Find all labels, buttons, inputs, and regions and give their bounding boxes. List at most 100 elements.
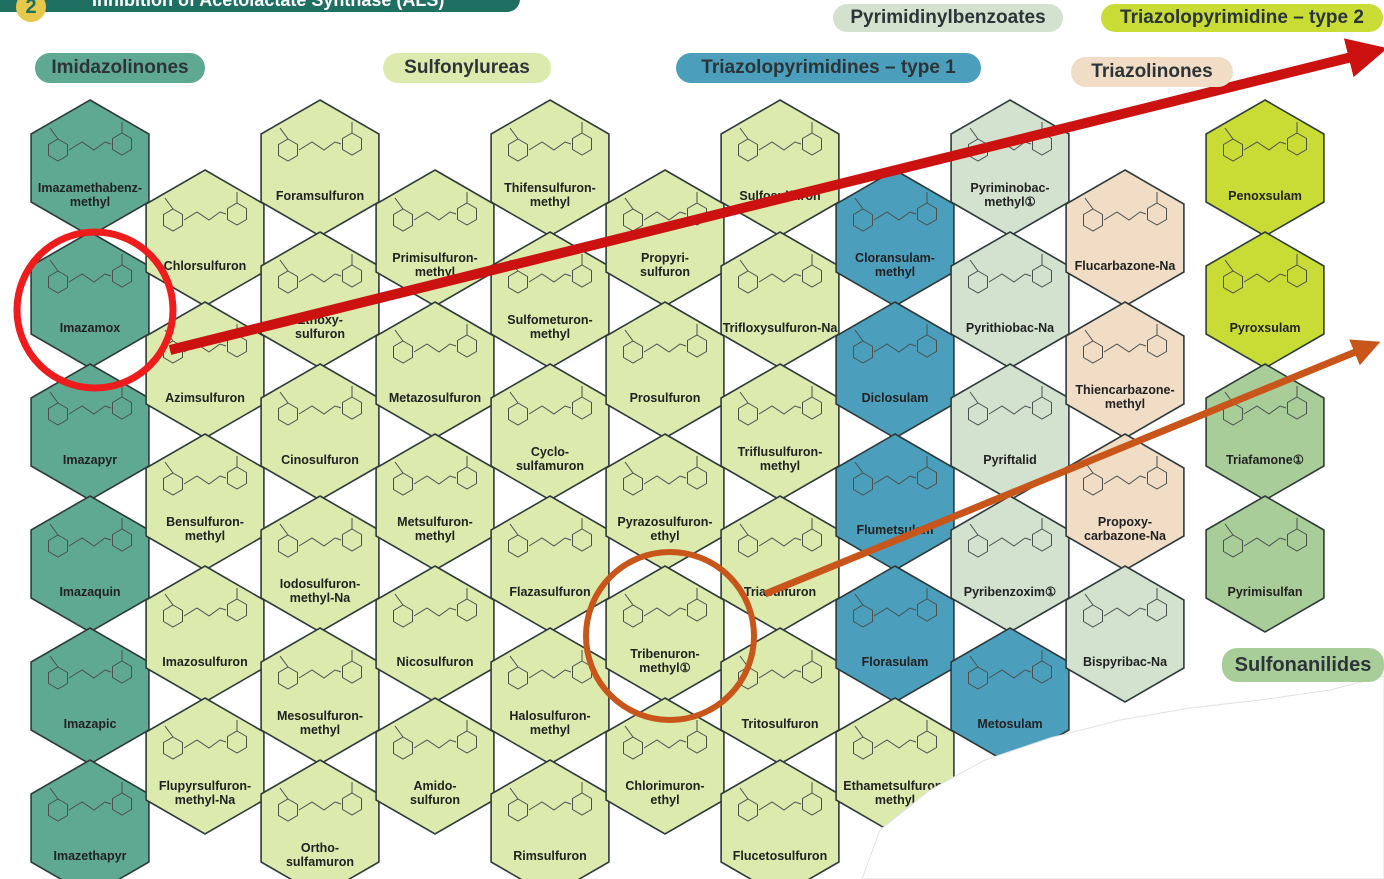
compound-name-line: Foramsulfuron	[276, 189, 364, 203]
structure-icon	[163, 456, 247, 496]
structure-icon	[623, 192, 707, 232]
red-arrow	[168, 38, 1384, 355]
hexagon-penoxsulam: Penoxsulam	[1205, 99, 1325, 237]
hexagon-iodosulfuron: Iodosulfuron-methyl-Na	[260, 495, 380, 633]
structure-icon	[48, 518, 132, 558]
hexagon-sulfosulfuron: Sulfosulfuron	[720, 99, 840, 237]
structure-icon	[508, 386, 592, 426]
hexagon-halosulfuron: Halosulfuron-methyl	[490, 627, 610, 765]
hexagon-flucetosulfuron: Flucetosulfuron	[720, 759, 840, 879]
compound-name-line: sulfamuron	[516, 459, 584, 473]
compound-name: Tritosulfuron	[741, 717, 818, 731]
compound-name: Imazosulfuron	[162, 655, 247, 669]
compound-name-line: Metosulam	[977, 717, 1042, 731]
hexagon-shape	[375, 301, 495, 439]
hexagon-bispyribac: Bispyribac-Na	[1065, 565, 1185, 703]
hexagon-imazosulfuron: Imazosulfuron	[145, 565, 265, 703]
hexagon-shape	[1065, 169, 1185, 307]
compound-name: Pyribenzoxim①	[964, 585, 1056, 599]
hexagon-shape	[145, 565, 265, 703]
hexagon-shape	[30, 495, 150, 633]
hexagon-shape	[720, 99, 840, 237]
compound-name-line: methyl	[415, 265, 455, 279]
legend-sulfonanilides: Sulfonanilides	[1222, 648, 1384, 682]
compound-name: Imazapyr	[63, 453, 117, 467]
structure-icon	[1223, 254, 1307, 294]
legend-triazolopyrimidines-type1: Triazolopyrimidines – type 1	[676, 53, 981, 83]
compound-name-line: Pyrazosulfuron-	[617, 515, 712, 529]
compound-name-line: Pyriminobac-	[970, 181, 1049, 195]
orange-arrow	[763, 339, 1381, 598]
hexagon-shape	[145, 697, 265, 835]
hexagon-shape	[835, 169, 955, 307]
hexagon-nicosulfuron: Nicosulfuron	[375, 565, 495, 703]
hexagon-shape	[1205, 231, 1325, 369]
compound-name: Chlorimuron-ethyl	[625, 779, 704, 807]
compound-name: Flazasulfuron	[509, 585, 590, 599]
hexagon-amidosulfuron: Amido-sulfuron	[375, 697, 495, 835]
hexagon-shape	[260, 99, 380, 237]
structure-icon	[738, 386, 822, 426]
compound-name-line: Pyrimisulfan	[1227, 585, 1302, 599]
structure-icon	[623, 456, 707, 496]
structure-icon	[278, 254, 362, 294]
structure-icon	[853, 456, 937, 496]
compound-name-line: Imazapic	[64, 717, 117, 731]
compound-name-line: methyl	[530, 195, 570, 209]
compound-name: Flupyrsulfuron-methyl-Na	[159, 779, 251, 807]
compound-name-line: Diclosulam	[862, 391, 929, 405]
compound-name: Bensulfuron-methyl	[166, 515, 244, 543]
compound-name-line: Thifensulfuron-	[504, 181, 596, 195]
structure-icon	[1083, 588, 1167, 628]
structure-icon	[393, 456, 477, 496]
structure-icon	[738, 782, 822, 822]
torn-paper-overlay	[861, 675, 1384, 879]
hexagon-pyriminobac: Pyriminobac-methyl①	[950, 99, 1070, 237]
hexagon-shape	[375, 433, 495, 571]
structure-icon	[968, 650, 1052, 690]
compound-name-line: methyl①	[984, 195, 1036, 209]
compound-name-line: Flucetosulfuron	[733, 849, 827, 863]
compound-name-line: ethyl	[650, 529, 679, 543]
compound-name-line: Imazaquin	[59, 585, 120, 599]
hexagon-bensulfuron: Bensulfuron-methyl	[145, 433, 265, 571]
structure-icon	[738, 122, 822, 162]
compound-name-line: Propyri-	[641, 251, 689, 265]
compound-name-line: sulfamuron	[286, 855, 354, 869]
hexagon-shape	[720, 495, 840, 633]
compound-name: Foramsulfuron	[276, 189, 364, 203]
hexagon-shape	[145, 169, 265, 307]
legend-triazolinones: Triazolinones	[1071, 57, 1233, 87]
compound-name-line: Tritosulfuron	[741, 717, 818, 731]
structure-icon	[163, 720, 247, 760]
compound-name: Tribenuron-methyl①	[630, 647, 699, 675]
hexagon-imazapic: Imazapic	[30, 627, 150, 765]
highlight-circle-tribenuron	[583, 549, 757, 723]
compound-name-line: Pyroxsulam	[1230, 321, 1301, 335]
hexagon-pyrimisulfan: Pyrimisulfan	[1205, 495, 1325, 633]
compound-name: Propyri-sulfuron	[640, 251, 690, 279]
compound-name-line: methyl①	[639, 661, 691, 675]
hexagon-shape	[720, 363, 840, 501]
hexagon-prosulfuron: Prosulfuron	[605, 301, 725, 439]
structure-icon	[853, 588, 937, 628]
hexagon-shape	[605, 565, 725, 703]
compound-name: Pyrazosulfuron-ethyl	[617, 515, 712, 543]
hexagon-shape	[30, 99, 150, 237]
compound-name: Flucarbazone-Na	[1075, 259, 1177, 273]
compound-name-line: Rimsulfuron	[513, 849, 587, 863]
hexagon-shape	[1205, 99, 1325, 237]
structure-icon	[623, 588, 707, 628]
hexagon-rimsulfuron: Rimsulfuron	[490, 759, 610, 879]
structure-icon	[508, 650, 592, 690]
compound-name-line: ethyl	[650, 793, 679, 807]
compound-name: Rimsulfuron	[513, 849, 587, 863]
structure-icon	[278, 782, 362, 822]
hexagon-shape	[1205, 495, 1325, 633]
compound-name-line: Imazapyr	[63, 453, 117, 467]
compound-name-line: Chlorsulfuron	[164, 259, 247, 273]
compound-name-line: Penoxsulam	[1228, 189, 1302, 203]
hexagon-imazethapyr: Imazethapyr	[30, 759, 150, 879]
compound-name: Pyroxsulam	[1230, 321, 1301, 335]
hexagon-shape	[835, 565, 955, 703]
